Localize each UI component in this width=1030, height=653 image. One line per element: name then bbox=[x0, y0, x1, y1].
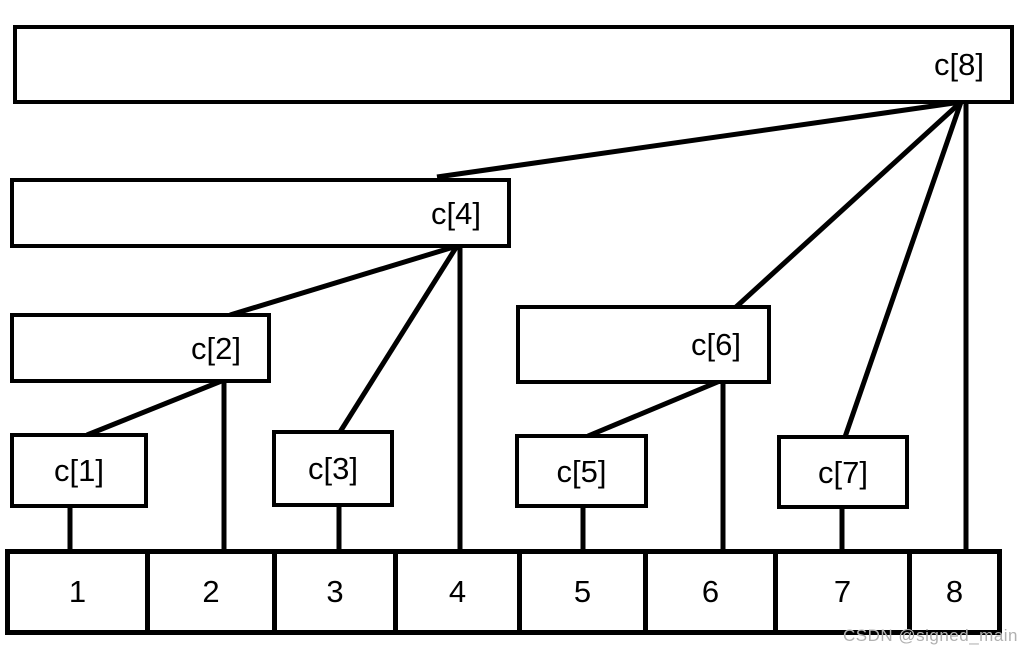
array-cell-6: 6 bbox=[643, 549, 778, 635]
node-c4: c[4] bbox=[10, 178, 511, 248]
node-c4-label: c[4] bbox=[431, 195, 481, 231]
array-cell-3-label: 3 bbox=[326, 574, 344, 609]
node-c8: c[8] bbox=[13, 25, 1014, 104]
node-c3: c[3] bbox=[272, 430, 394, 507]
array-cell-3: 3 bbox=[272, 549, 398, 635]
node-c5-label: c[5] bbox=[556, 453, 607, 489]
node-c7-label: c[7] bbox=[818, 454, 868, 490]
edge-c6-c5 bbox=[587, 378, 721, 439]
node-c6: c[6] bbox=[516, 305, 771, 384]
array-cell-2-label: 2 bbox=[202, 574, 220, 609]
edge-c4-c2 bbox=[229, 243, 458, 318]
node-c1: c[1] bbox=[10, 433, 148, 508]
edge-c8-c4 bbox=[436, 99, 962, 180]
edge-c2-c1 bbox=[86, 377, 225, 438]
array-cell-8-label: 8 bbox=[945, 574, 964, 609]
array-cell-1-label: 1 bbox=[68, 574, 87, 609]
node-c1-label: c[1] bbox=[54, 453, 104, 488]
edge-c8-c6 bbox=[734, 100, 963, 309]
node-c2-label: c[2] bbox=[191, 330, 241, 366]
node-c3-label: c[3] bbox=[308, 451, 358, 486]
array-cell-2: 2 bbox=[145, 549, 277, 635]
node-c7: c[7] bbox=[777, 435, 909, 509]
node-c5: c[5] bbox=[515, 434, 648, 508]
watermark: CSDN @signed_main bbox=[842, 626, 1018, 645]
edge-c8-c7 bbox=[842, 101, 964, 438]
node-c2: c[2] bbox=[10, 313, 271, 383]
array-cell-4-label: 4 bbox=[448, 574, 467, 609]
array-cell-7-label: 7 bbox=[833, 574, 852, 609]
node-c8-label: c[8] bbox=[934, 47, 984, 82]
array-cell-1: 1 bbox=[5, 549, 150, 635]
array-cell-4: 4 bbox=[393, 549, 522, 635]
array-cell-7: 7 bbox=[773, 549, 912, 635]
array-cell-5: 5 bbox=[517, 549, 648, 635]
array-cell-6-label: 6 bbox=[701, 574, 720, 609]
array-cell-5-label: 5 bbox=[573, 574, 592, 609]
node-c6-label: c[6] bbox=[691, 327, 741, 362]
edge-c4-c3 bbox=[337, 244, 460, 434]
array-cell-8: 8 bbox=[907, 549, 1002, 635]
